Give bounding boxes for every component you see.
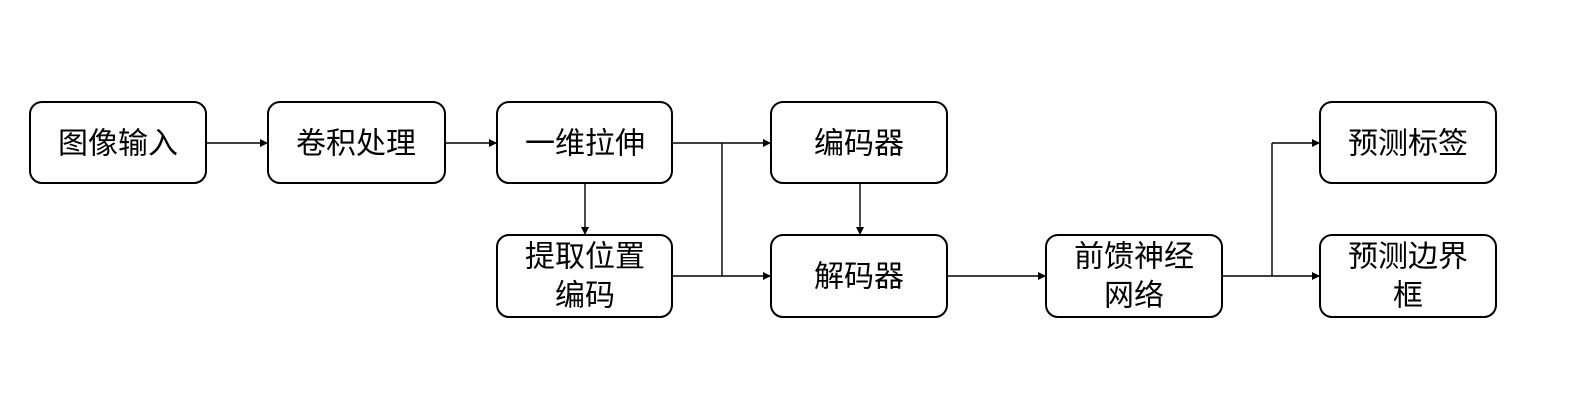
node-label: 图像输入 [58, 128, 178, 161]
node-label-line1: 提取位置 [525, 241, 645, 274]
node-label: 卷积处理 [296, 128, 416, 161]
node-ffn: 前馈神经 网络 [1045, 234, 1223, 318]
node-decoder: 解码器 [770, 234, 948, 318]
node-encoder: 编码器 [770, 101, 948, 184]
node-label-line2: 框 [1393, 280, 1423, 313]
node-pos-encoding: 提取位置 编码 [496, 234, 673, 318]
node-label: 预测标签 [1348, 128, 1468, 161]
node-image-input: 图像输入 [29, 101, 207, 184]
node-conv: 卷积处理 [267, 101, 446, 184]
node-label-line2: 网络 [1104, 280, 1164, 313]
node-label-line1: 前馈神经 [1074, 241, 1194, 274]
node-label: 解码器 [814, 261, 904, 294]
node-pred-label: 预测标签 [1319, 101, 1497, 184]
node-label-line1: 预测边界 [1348, 241, 1468, 274]
node-flatten: 一维拉伸 [496, 101, 673, 184]
node-pred-box: 预测边界 框 [1319, 234, 1497, 318]
node-label: 编码器 [814, 128, 904, 161]
node-label-line2: 编码 [555, 280, 615, 313]
node-label: 一维拉伸 [525, 128, 645, 161]
edges [206, 139, 1320, 280]
